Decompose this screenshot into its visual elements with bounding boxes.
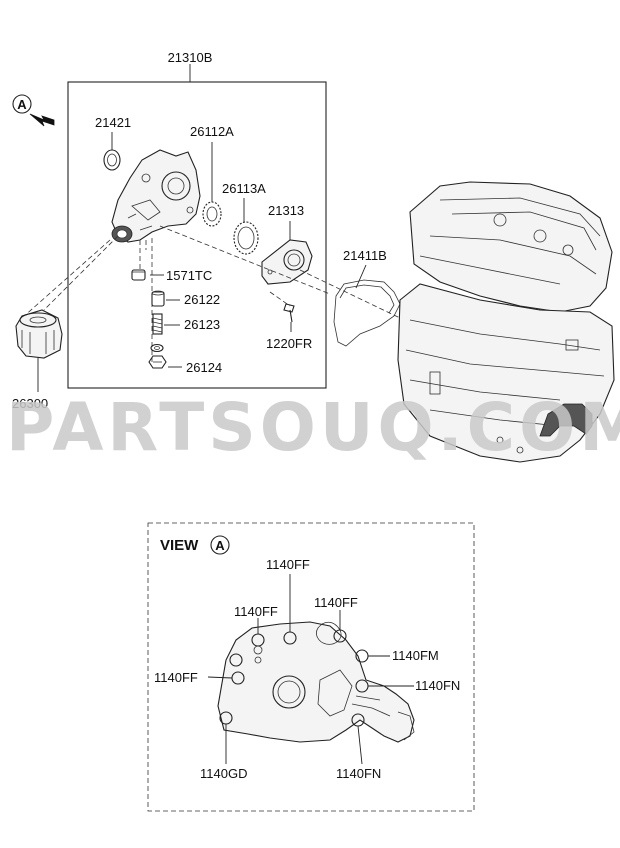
oil-filter-part: 26300 — [12, 235, 119, 411]
view-title: VIEW — [160, 537, 199, 554]
label-bolt-right-upper: 1140FM — [392, 648, 439, 663]
label-26113a: 26113A — [222, 181, 266, 196]
oil-pump-assembly-box: 21310B — [67, 50, 327, 389]
oil-seal-part: 21421 — [95, 115, 131, 171]
label-21421: 21421 — [95, 115, 131, 130]
bolt-part: 1220FR — [266, 291, 312, 351]
label-bolt-right-lower: 1140FN — [415, 678, 460, 693]
label-26122: 26122 — [184, 292, 220, 307]
label-26112a: 26112A — [190, 124, 234, 139]
label-21310b: 21310B — [168, 50, 213, 65]
plug-part: 1571TC — [131, 268, 212, 283]
label-bolt-bottom-right: 1140FN — [336, 766, 381, 781]
label-bolt-left: 1140FF — [154, 670, 198, 685]
view-marker-label: A — [215, 538, 225, 553]
view-a-marker-label: A — [17, 97, 27, 112]
label-bolt-bottom-left: 1140GD — [200, 766, 247, 781]
cover-part: 21313 — [261, 203, 313, 285]
label-26124: 26124 — [186, 360, 222, 375]
relief-plunger-part: 26122 — [151, 290, 220, 307]
label-21313: 21313 — [268, 203, 304, 218]
label-26300: 26300 — [12, 396, 48, 411]
label-bolt-top-left: 1140FF — [234, 604, 278, 619]
label-21411b: 21411B — [343, 248, 387, 263]
timing-gasket-part: 21411B — [159, 225, 401, 347]
arrow-icon — [29, 113, 55, 127]
watermark-text: PARTSOUQ.COM — [6, 389, 620, 466]
washer-part — [150, 343, 164, 353]
view-a-arrow: A — [12, 94, 55, 127]
label-26123: 26123 — [184, 317, 220, 332]
relief-spring-part: 26123 — [152, 313, 220, 335]
engine-block — [397, 181, 615, 463]
label-bolt-top-center: 1140FF — [266, 557, 310, 572]
label-1220fr: 1220FR — [266, 336, 312, 351]
relief-plug-part: 26124 — [148, 355, 222, 375]
view-a-box: VIEW A 1140FF 1140FF 1140FF 1140FF — [147, 522, 475, 812]
label-1571tc: 1571TC — [166, 268, 212, 283]
label-bolt-top-right: 1140FF — [314, 595, 358, 610]
oil-pump-housing — [111, 149, 201, 362]
gasket-b-part: 26113A — [222, 181, 266, 255]
gasket-a-part: 26112A — [190, 124, 234, 227]
bolt-left-upper — [229, 653, 243, 667]
